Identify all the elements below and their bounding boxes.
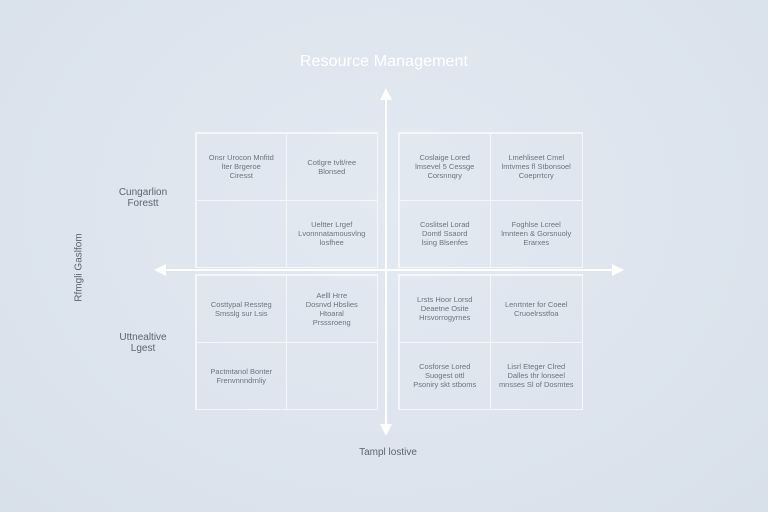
quadrant-cell: Coslaige Lored lmsevel 5 Cessge Corsnnqr…: [398, 132, 491, 201]
x-axis-label: Tampl lostive: [359, 447, 417, 458]
y-axis-label: Rfmgli Gaslfom: [73, 233, 85, 302]
quadrant-cell: Lmehliseet Cmel lmtvmes fl Stbonsoel Coe…: [490, 132, 583, 201]
quadrant-cell: Costtypal Ressteg Smsslg sur Lsis: [195, 274, 287, 343]
quadrant-top-right: Coslaige Lored lmsevel 5 Cessge Corsnnqr…: [398, 132, 583, 268]
quadrant-cell: Cotlgre tvlt/ree Blonsed: [286, 132, 378, 201]
quadrant-cell: [286, 341, 378, 410]
quadrant-bottom-right: Lrsts Hoor Lorsd Deaetne Osite Hrsvorrog…: [398, 274, 583, 410]
quadrant-top-left: Onsr Urocon Mnfitd lter Brgeroe Ciresst …: [195, 132, 378, 268]
quadrant-cell: Onsr Urocon Mnfitd lter Brgeroe Ciresst: [195, 132, 287, 201]
row-label-top: Cungarlion Forestt: [118, 187, 168, 209]
quadrant-cell: Lenrtnter for Coeel Cruoelrsstfoa: [490, 274, 583, 343]
quadrant-bottom-left: Costtypal Ressteg Smsslg sur Lsis Aelll …: [195, 274, 378, 410]
quadrant-cell: Lisrl Eteger Clred Dalles thr lonseel mn…: [490, 341, 583, 410]
quadrant-cell: [195, 199, 287, 268]
quadrant-cell: Cosforse Lored Suogest ottl Psoniry skt …: [398, 341, 491, 410]
quadrant-cell: Pactmtanol Bonter Frenvnnndrnliy: [195, 341, 287, 410]
quadrant-cell: Aelll Hrre Dosnvd Hbslies Htoaral Prsssr…: [286, 274, 378, 343]
quadrant-cell: Coslitsel Lorad Domtl Ssaord lsing Blsen…: [398, 199, 491, 268]
diagram-title: Resource Management: [299, 53, 469, 70]
quadrant-cell: Ueltter Lrgef Lvonnnatamousvlng losfhee: [286, 199, 378, 268]
quadrant-cell: Foghlse Lcreel lmnteen & Gorsnuoly Erarx…: [490, 199, 583, 268]
row-label-bottom: Uttnealtive Lgest: [119, 332, 167, 354]
quadrant-cell: Lrsts Hoor Lorsd Deaetne Osite Hrsvorrog…: [398, 274, 491, 343]
